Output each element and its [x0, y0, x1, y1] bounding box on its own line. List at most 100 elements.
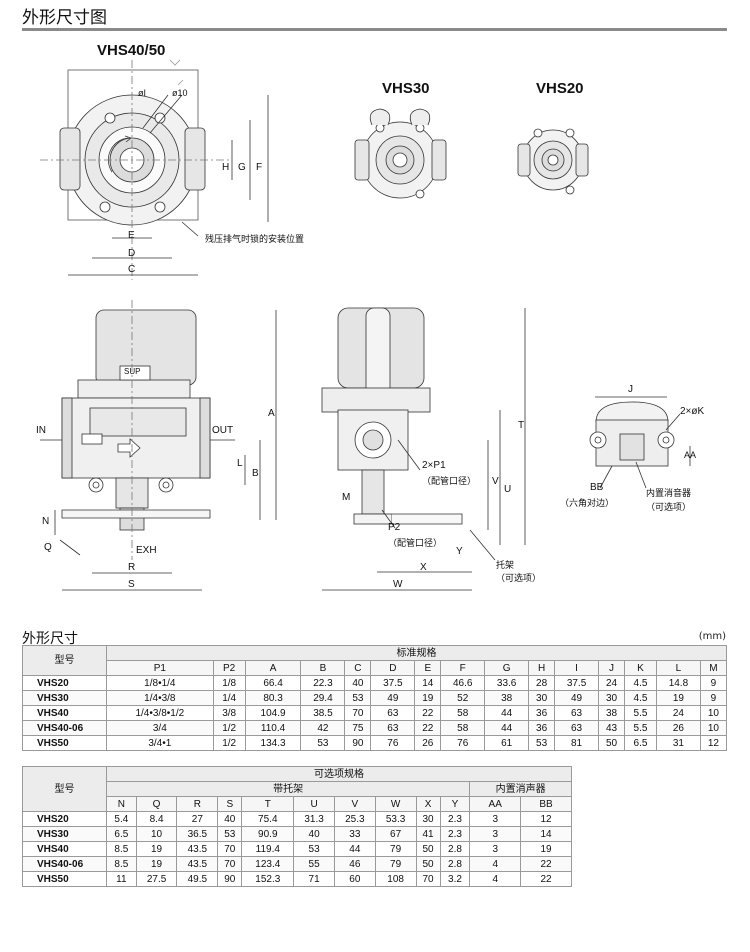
value-cell: 14.8 [655, 675, 701, 691]
port-out-label: OUT [212, 425, 234, 436]
dim-h: H [222, 162, 230, 173]
value-cell: 27 [176, 811, 219, 827]
model-cell: VHS50 [22, 735, 107, 751]
value-cell: 63 [370, 720, 416, 736]
value-cell: 6.5 [106, 826, 137, 842]
table2-col-header: Q [135, 796, 178, 812]
table1-col-header: B [300, 660, 346, 676]
value-cell: 49.5 [176, 871, 219, 887]
port-sup-label: SUP [124, 367, 141, 376]
value-cell: 70 [415, 871, 441, 887]
table2-group-header: 可选项规格 [106, 766, 572, 782]
hole-label: 2×øK [680, 406, 705, 417]
model-cell: VHS30 [22, 690, 107, 706]
dim-aa: AA [684, 450, 697, 460]
table1-col-header: J [598, 660, 625, 676]
table2-col-header: N [106, 796, 137, 812]
value-cell: 75 [344, 720, 372, 736]
value-cell: 123.4 [241, 856, 295, 872]
value-cell: 5.4 [106, 811, 137, 827]
value-cell: 37.5 [370, 675, 416, 691]
dim-j: J [628, 384, 633, 395]
value-cell: 53 [300, 735, 346, 751]
silencer-label: 内置消音器 [646, 488, 692, 498]
port-p1-label: 2×P1 [422, 460, 446, 471]
value-cell: 61 [484, 735, 530, 751]
value-cell: 79 [374, 841, 417, 857]
value-cell: 81 [554, 735, 599, 751]
value-cell: 53 [217, 826, 243, 842]
dim-g: G [238, 162, 246, 173]
value-cell: 76 [440, 735, 486, 751]
value-cell: 26 [655, 720, 701, 736]
value-cell: 28 [528, 675, 556, 691]
value-cell: 90 [217, 871, 243, 887]
value-cell: 90.9 [241, 826, 295, 842]
value-cell: 6.5 [624, 735, 657, 751]
port-p2-label: P2 [388, 522, 401, 533]
table2-col-header: V [333, 796, 376, 812]
value-cell: 1/2 [212, 720, 246, 736]
model-cell: VHS50 [22, 871, 107, 887]
page-title: 外形尺寸图 [22, 8, 107, 28]
table1-col-header: K [624, 660, 657, 676]
value-cell: 40 [344, 675, 372, 691]
model-cell: VHS40-06 [22, 856, 107, 872]
value-cell: 25.3 [333, 811, 376, 827]
value-cell: 10 [699, 705, 728, 721]
value-cell: 24 [598, 675, 625, 691]
value-cell: 2.8 [439, 856, 471, 872]
value-cell: 43.5 [176, 841, 219, 857]
vhs20-top-view [517, 128, 589, 195]
bracket-label: 托架 [496, 560, 515, 570]
value-cell: 5.5 [624, 705, 657, 721]
label-vhs4050: VHS40/50 [97, 42, 166, 59]
value-cell: 19 [135, 841, 178, 857]
value-cell: 36 [528, 705, 556, 721]
dim-u: U [504, 484, 512, 495]
front-view [40, 300, 277, 591]
value-cell: 12 [699, 735, 728, 751]
value-cell: 3/4•1 [106, 735, 214, 751]
dim-m: M [342, 492, 351, 503]
value-cell: 63 [554, 720, 599, 736]
value-cell: 31 [655, 735, 701, 751]
value-cell: 3/4 [106, 720, 214, 736]
value-cell: 44 [333, 841, 376, 857]
value-cell: 1/4 [212, 690, 246, 706]
vhs30-top-view [354, 108, 447, 199]
value-cell: 8.5 [106, 856, 137, 872]
value-cell: 58 [440, 720, 486, 736]
value-cell: 53 [528, 735, 556, 751]
value-cell: 38 [598, 705, 625, 721]
value-cell: 5.5 [624, 720, 657, 736]
value-cell: 2.3 [439, 826, 471, 842]
value-cell: 2.8 [439, 841, 471, 857]
value-cell: 104.9 [244, 705, 302, 721]
table1-col-header: E [414, 660, 442, 676]
value-cell: 3.2 [439, 871, 471, 887]
value-cell: 119.4 [241, 841, 295, 857]
value-cell: 76 [370, 735, 416, 751]
dim-c: C [128, 264, 136, 275]
table1-col-header: I [554, 660, 599, 676]
value-cell: 67 [374, 826, 417, 842]
value-cell: 134.3 [244, 735, 302, 751]
note-lock-position: 残压排气时锁的安装位置 [205, 234, 305, 244]
value-cell: 22 [414, 705, 442, 721]
value-cell: 3/8 [212, 705, 246, 721]
value-cell: 63 [554, 705, 599, 721]
value-cell: 152.3 [241, 871, 295, 887]
silencer-note: （可选项） [646, 502, 692, 512]
value-cell: 24 [655, 705, 701, 721]
value-cell: 14 [414, 675, 442, 691]
value-cell: 10 [135, 826, 178, 842]
port-exh-label: EXH [136, 545, 157, 556]
value-cell: 50 [415, 841, 441, 857]
value-cell: 10 [699, 720, 728, 736]
value-cell: 30 [598, 690, 625, 706]
table2-col-header: T [241, 796, 295, 812]
value-cell: 33 [333, 826, 376, 842]
dim-d: D [128, 248, 136, 259]
